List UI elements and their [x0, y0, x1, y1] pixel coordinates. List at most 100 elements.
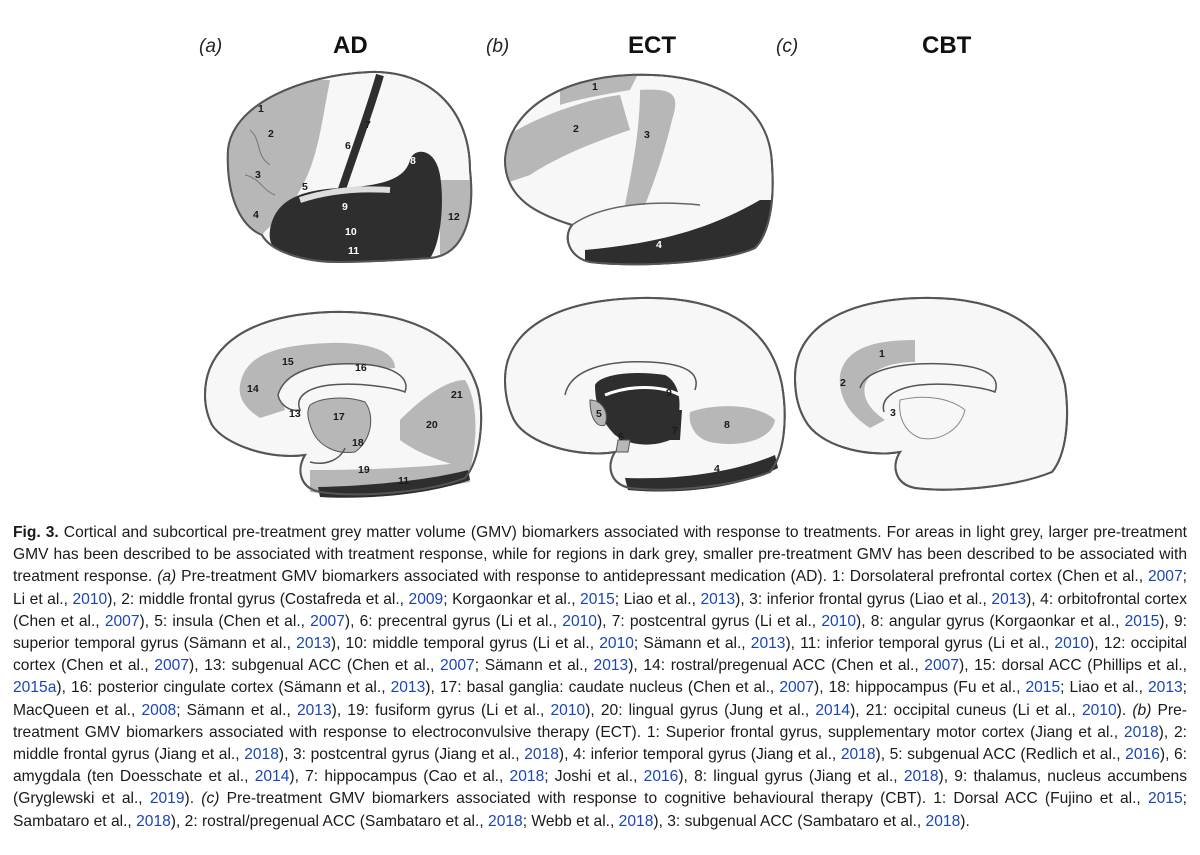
- ect-med-label-5: 5: [596, 408, 602, 420]
- caption-text: ), 3: postcentral gyrus (Jiang et al.,: [278, 746, 525, 764]
- citation-year-link[interactable]: 2007: [104, 612, 140, 630]
- ad-med-label-16: 16: [355, 362, 367, 374]
- caption-text: ), 5: insula (Chen et al.,: [139, 612, 311, 630]
- ect-med-label-7: 7: [672, 425, 678, 437]
- citation-year-link[interactable]: 2018: [618, 812, 654, 830]
- citation-year-link[interactable]: 2010: [599, 635, 634, 653]
- panel-b-letter: (b): [486, 36, 510, 57]
- citation-year-link[interactable]: 2013: [296, 701, 332, 719]
- citation-year-link[interactable]: 2018: [488, 812, 523, 830]
- caption-text: ), 13: subgenual ACC (Chen et al.,: [189, 657, 441, 675]
- caption-text: ), 18: hippocampus (Fu et al.,: [814, 679, 1026, 697]
- citation-year-link[interactable]: 2007: [924, 657, 959, 675]
- panel-b-title: ECT: [628, 32, 676, 59]
- citation-year-link[interactable]: 2019: [149, 790, 185, 808]
- cbt-medial-brain: 1 2 3: [793, 296, 1069, 491]
- brain-illustrations: 1 2 3 4 5 6 7 8 9 10 11 12 1 2: [203, 70, 1069, 498]
- citation-year-link[interactable]: 2016: [1125, 746, 1160, 764]
- caption-text: ), 3: inferior frontal gyrus (Liao et al…: [735, 590, 992, 608]
- citation-year-link[interactable]: 2013: [991, 590, 1027, 608]
- citation-year-link[interactable]: 2013: [296, 635, 331, 653]
- ad-lat-label-11: 11: [348, 245, 359, 257]
- caption-text: ), 5: subgenual ACC (Redlich et al.,: [875, 746, 1126, 764]
- citation-year-link[interactable]: 2018: [509, 768, 545, 786]
- citation-year-link[interactable]: 2015: [1124, 612, 1160, 630]
- ad-lat-label-10: 10: [345, 226, 357, 238]
- ect-region-subgenual: [589, 399, 607, 427]
- citation-year-link[interactable]: 2018: [903, 768, 939, 786]
- caption-text: Pre-treatment GMV biomarkers associated …: [176, 568, 1148, 586]
- ect-region-postcentral: [625, 89, 676, 205]
- citation-year-link[interactable]: 2014: [254, 768, 290, 786]
- caption-text: ).: [184, 790, 202, 808]
- figure-label: Fig. 3.: [13, 524, 59, 541]
- ad-lat-label-9: 9: [342, 201, 348, 213]
- caption-text: ), 2: middle frontal gyrus (Costafreda e…: [107, 590, 409, 608]
- citation-year-link[interactable]: 2018: [925, 812, 961, 830]
- citation-year-link[interactable]: 2010: [72, 590, 108, 608]
- citation-year-link[interactable]: 2008: [141, 701, 177, 719]
- citation-year-link[interactable]: 2013: [593, 657, 629, 675]
- citation-year-link[interactable]: 2018: [244, 746, 279, 764]
- citation-year-link[interactable]: 2010: [821, 612, 857, 630]
- caption-text: ), 3: subgenual ACC (Sambataro et al.,: [653, 812, 926, 830]
- caption-text: ), 2: rostral/pregenual ACC (Sambataro e…: [170, 812, 489, 830]
- citation-year-link[interactable]: 2013: [750, 635, 786, 653]
- citation-year-link[interactable]: 2010: [550, 701, 586, 719]
- citation-year-link[interactable]: 2018: [840, 746, 876, 764]
- citation-year-link[interactable]: 2007: [440, 657, 475, 675]
- caption-text: ), 8: lingual gyrus (Jiang et al.,: [678, 768, 904, 786]
- cbt-med-label-1: 1: [879, 348, 885, 360]
- citation-year-link[interactable]: 2015a: [13, 679, 57, 697]
- citation-year-link[interactable]: 2014: [815, 701, 851, 719]
- citation-year-link[interactable]: 2007: [1147, 568, 1183, 586]
- caption-text: ), 8: angular gyrus (Korgaonkar et al.,: [856, 612, 1125, 630]
- panel-reference: (c): [201, 790, 220, 808]
- citation-year-link[interactable]: 2010: [562, 612, 597, 630]
- citation-year-link[interactable]: 2018: [1123, 723, 1159, 741]
- caption-text: ), 16: posterior cingulate cortex (Säman…: [56, 679, 391, 697]
- caption-text: ; MacQueen et al.,: [13, 679, 1188, 719]
- caption-text: ).: [1116, 701, 1133, 719]
- citation-year-link[interactable]: 2010: [1054, 635, 1090, 653]
- ad-lat-label-8: 8: [410, 155, 416, 167]
- ad-med-label-13: 13: [289, 408, 301, 420]
- ad-lat-label-2: 2: [268, 128, 274, 140]
- ad-region-precentral: [336, 73, 384, 197]
- ad-region-temporal-dark: [269, 151, 442, 262]
- ect-med-label-9: 9: [666, 387, 672, 399]
- ad-med-label-17: 17: [333, 411, 345, 423]
- caption-text: ), 4: orbitofrontal cortex (Chen et al.,: [13, 590, 1187, 630]
- citation-year-link[interactable]: 2013: [700, 590, 736, 608]
- caption-text: ), 15: dorsal ACC (Phillips et al.,: [959, 657, 1187, 675]
- caption-text: ; Sämann et al.,: [633, 635, 751, 653]
- citation-year-link[interactable]: 2007: [154, 657, 190, 675]
- ad-medial-brain: 14 15 16 13 17 18 19 11 20 21: [203, 310, 483, 498]
- citation-year-link[interactable]: 2007: [310, 612, 345, 630]
- caption-text: Pre-treatment GMV biomarkers associated …: [219, 790, 1148, 808]
- ad-region-lingual-cuneus: [400, 380, 476, 470]
- cbt-region-acc: [839, 340, 915, 428]
- caption-text: ; Sämann et al.,: [474, 657, 594, 675]
- ad-lat-label-6: 6: [345, 140, 351, 152]
- ect-region-inf-temporal: [585, 200, 773, 265]
- ad-region-inf-temporal-dark: [318, 470, 470, 498]
- ad-med-label-19: 19: [358, 464, 370, 476]
- citation-year-link[interactable]: 2016: [643, 768, 679, 786]
- caption-text: ), 9: superior temporal gyrus (Sämann et…: [13, 612, 1188, 653]
- citation-year-link[interactable]: 2015: [580, 590, 615, 608]
- citation-year-link[interactable]: 2015: [1025, 679, 1061, 697]
- ect-region-amygdala: [615, 439, 631, 453]
- citation-year-link[interactable]: 2018: [524, 746, 559, 764]
- citation-year-link[interactable]: 2015: [1147, 790, 1183, 808]
- caption-text: ; Liao et al.,: [1060, 679, 1148, 697]
- citation-year-link[interactable]: 2007: [779, 679, 815, 697]
- citation-year-link[interactable]: 2009: [408, 590, 444, 608]
- citation-year-link[interactable]: 2013: [390, 679, 426, 697]
- citation-year-link[interactable]: 2010: [1081, 701, 1117, 719]
- citation-year-link[interactable]: 2018: [136, 812, 171, 830]
- ad-med-label-15: 15: [282, 356, 294, 368]
- citation-year-link[interactable]: 2013: [1147, 679, 1183, 697]
- panel-reference: (a): [157, 568, 177, 586]
- caption-text: ), 6: precentral gyrus (Li et al.,: [344, 612, 563, 630]
